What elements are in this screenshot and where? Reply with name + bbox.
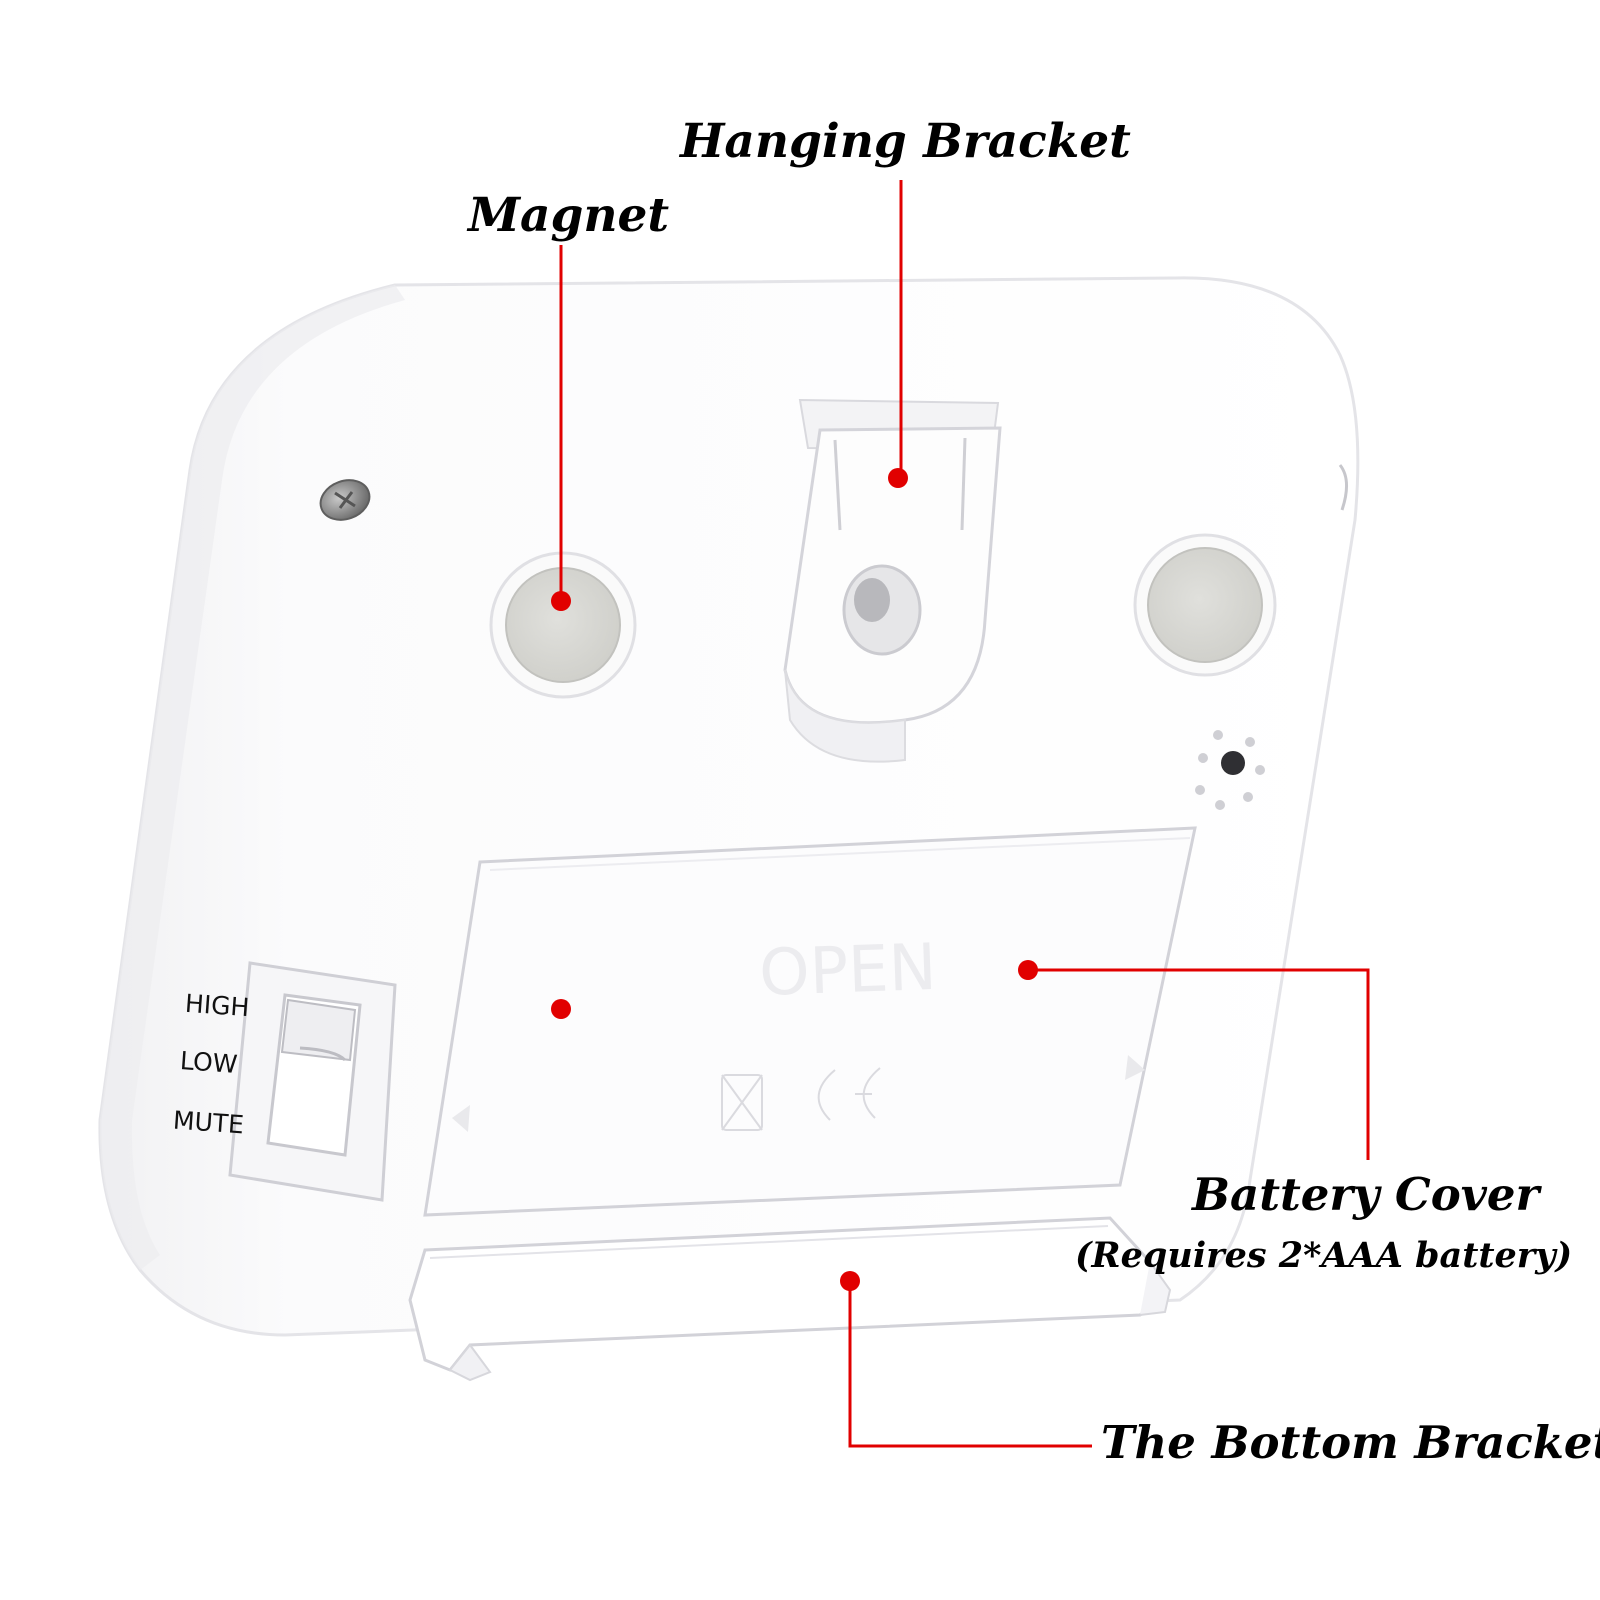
magnet-right [1133, 533, 1277, 677]
screw [319, 479, 371, 521]
callout-line-bottom [848, 1282, 1092, 1448]
callout-line-battery [1028, 968, 1370, 1160]
callout-dot-battery-left [551, 999, 571, 1019]
battery-requirement-label: (Requires 2*AAA battery) [1075, 1235, 1573, 1276]
magnet-left [489, 551, 637, 699]
body-edge-shade [99, 285, 405, 1270]
battery-cover-label: Battery Cover [1192, 1168, 1540, 1221]
callout-dot-magnet [551, 591, 571, 611]
hanging-bracket-label: Hanging Bracket [680, 114, 1131, 169]
edge-clip [1338, 464, 1348, 511]
speaker-holes [1195, 730, 1265, 810]
callout-lines [559, 180, 1370, 1448]
magnet-label: Magnet [468, 188, 670, 243]
callout-dots [551, 468, 1038, 1291]
callout-dot-bottom [840, 1271, 860, 1291]
svg-text:OPEN: OPEN [758, 931, 938, 1011]
callout-dot-hanging [888, 468, 908, 488]
bottom-bracket [408, 1216, 1172, 1382]
switch-label-high: HIGH [184, 988, 251, 1023]
hanging-bracket [783, 398, 1002, 763]
battery-cover-panel: OPEN [423, 826, 1197, 1217]
switch-label-mute: MUTE [172, 1105, 245, 1140]
volume-switch [228, 961, 397, 1202]
callout-dot-battery-right [1018, 960, 1038, 980]
bottom-bracket-label: The Bottom Bracket [1101, 1416, 1600, 1469]
switch-label-low: LOW [179, 1046, 239, 1079]
